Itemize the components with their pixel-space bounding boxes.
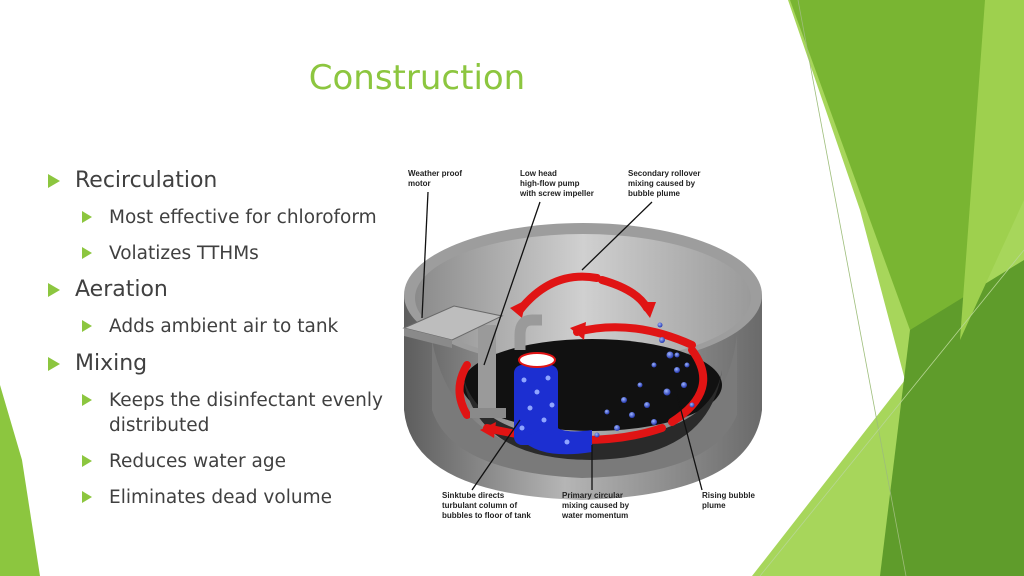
bullet-arrow-icon <box>48 174 60 188</box>
sub-bullet-chloroform: Most effective for chloroform <box>82 205 408 230</box>
deco-line-1 <box>797 0 907 576</box>
pump-pipe <box>514 314 542 350</box>
bullet-arrow-icon <box>48 357 60 371</box>
bullet-arrow-icon <box>82 455 92 467</box>
label-leader-lines <box>421 191 703 491</box>
bullet-arrow-icon <box>82 211 92 223</box>
support-base <box>470 408 506 418</box>
tank-mixer-diagram: Weather proof motor Low head high-flow p… <box>402 169 762 520</box>
red-arrow-right <box>668 346 708 426</box>
label-pump: Low head high-flow pump with screw impel… <box>519 169 594 198</box>
bubble-plume <box>594 322 695 438</box>
sinktube-outlet <box>522 422 592 455</box>
deco-line-2 <box>759 249 1024 576</box>
facet-dark <box>880 260 1024 576</box>
tank-inner-wall <box>415 234 751 362</box>
sinktube-bubbles <box>519 375 570 445</box>
bullet-arrow-icon <box>82 320 92 332</box>
label-weatherproof-motor: Weather proof motor <box>408 169 464 188</box>
motor-side <box>404 328 452 348</box>
bullet-aeration: Aeration <box>48 275 408 305</box>
bullet-arrow-icon <box>82 247 92 259</box>
sub-bullet-disinfectant: Keeps the disinfectant evenly distribute… <box>82 388 408 438</box>
label-rising-bubble: Rising bubble plume <box>702 491 757 510</box>
red-arrow-left <box>455 361 471 419</box>
red-arrow-mid <box>573 323 696 349</box>
red-arrow-top-left <box>516 272 601 314</box>
slide-title: Construction <box>308 58 526 98</box>
bullet-mixing: Mixing <box>48 349 408 379</box>
label-sinktube: Sinktube directs turbulant column of bub… <box>442 491 531 520</box>
sub-bullet-ambient-air: Adds ambient air to tank <box>82 314 408 339</box>
bullet-arrow-icon <box>82 491 92 503</box>
intake-ring <box>518 352 556 368</box>
sub-bullet-dead-volume: Eliminates dead volume <box>82 485 408 510</box>
facet-mid <box>790 0 1000 330</box>
bullet-recirculation: Recirculation <box>48 166 408 196</box>
support-post <box>478 325 496 413</box>
bullet-arrow-icon <box>82 394 92 406</box>
facet-right <box>960 0 1024 340</box>
label-primary-circular: Primary circular mixing caused by water … <box>561 491 631 520</box>
sub-bullet-water-age: Reduces water age <box>82 449 408 474</box>
bullet-list: Recirculation Most effective for chlorof… <box>48 166 408 510</box>
sub-bullet-tthms: Volatizes TTHMs <box>82 241 408 266</box>
label-secondary-rollover: Secondary rollover mixing caused by bubb… <box>628 169 703 198</box>
circulation-arrowheads <box>480 300 656 438</box>
facet-left <box>0 385 40 576</box>
bullet-arrow-icon <box>48 283 60 297</box>
